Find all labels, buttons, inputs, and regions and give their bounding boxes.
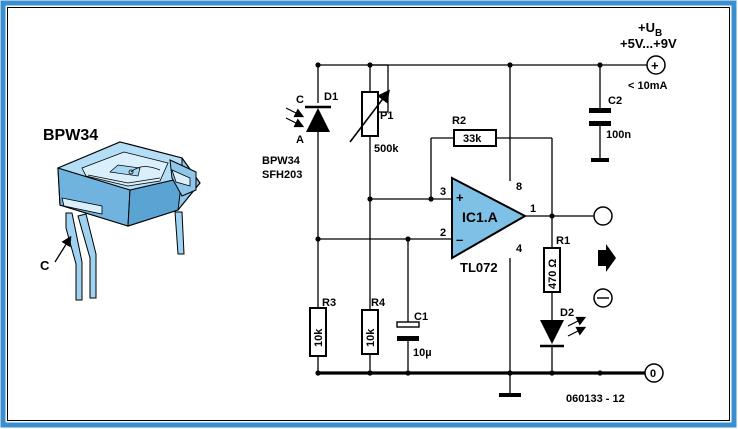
- supply-plus-sign: +: [651, 58, 659, 73]
- r3-ref: R3: [322, 297, 336, 309]
- d1-part-2: SFH203: [262, 169, 302, 181]
- r3-value: 10k: [313, 328, 325, 347]
- resistor-r1: R1 470 Ω: [543, 235, 570, 293]
- resistor-r2: 33k R2: [452, 115, 497, 147]
- output-terminal-icon: [593, 206, 616, 308]
- ic-pin1: 1: [530, 203, 536, 215]
- c2-ref: C2: [608, 95, 622, 107]
- d2-ref: D2: [560, 307, 574, 319]
- ic-pin3: 3: [440, 186, 446, 198]
- c1-ref: C1: [414, 311, 428, 323]
- resistor-r3: R3 10k: [309, 297, 336, 357]
- supply-name: +UB: [638, 20, 662, 39]
- c1-value: 10µ: [413, 347, 432, 359]
- d1-ref: D1: [324, 91, 338, 103]
- c2-value: 100n: [606, 129, 631, 141]
- package-title: BPW34: [43, 127, 98, 144]
- photodiode-d1: C D1 A BPW34 SFH203: [262, 91, 338, 181]
- r4-ref: R4: [371, 297, 386, 309]
- ic-plus-sign: +: [456, 190, 464, 205]
- ic-ref: IC1.A: [462, 209, 498, 225]
- ic-part: TL072: [460, 260, 498, 275]
- d1-part-1: BPW34: [262, 155, 301, 167]
- r2-ref: R2: [452, 115, 466, 127]
- ic-minus-sign: –: [456, 232, 463, 247]
- opamp-ic1a: + – IC1.A 3 2 8 4 1 TL072: [440, 176, 536, 275]
- figure-code: 060133 - 12: [566, 393, 625, 405]
- resistor-r4: R4 10k: [361, 297, 386, 355]
- r1-ref: R1: [556, 235, 570, 247]
- capacitor-c2: C2 100n: [589, 95, 631, 162]
- supply-terminal: + +UB +5V...+9V < 10mA: [620, 20, 677, 92]
- junction-dots: [315, 62, 603, 376]
- ic-pin2: 2: [440, 227, 446, 239]
- capacitor-c1: C1 10µ: [396, 311, 432, 359]
- r2-value: 33k: [463, 133, 482, 145]
- p1-value: 500k: [374, 143, 399, 155]
- supply-range: +5V...+9V: [620, 36, 677, 51]
- bpw34-package-icon: BPW34 C: [40, 127, 201, 301]
- r1-value: 470 Ω: [547, 259, 559, 289]
- d1-cathode-label: C: [296, 94, 304, 106]
- ic-pin4: 4: [516, 243, 523, 255]
- package-pin-label: C: [40, 258, 50, 273]
- ic-pin8: 8: [516, 181, 522, 193]
- led-d2: D2: [540, 307, 587, 348]
- r4-value: 10k: [365, 328, 377, 347]
- supply-current: < 10mA: [628, 80, 667, 92]
- ground-terminal: 0: [644, 363, 664, 383]
- potentiometer-p1: P1 500k: [349, 89, 399, 155]
- p1-ref: P1: [380, 110, 393, 122]
- ground-terminal-label: 0: [650, 368, 656, 380]
- d1-anode-label: A: [296, 134, 304, 146]
